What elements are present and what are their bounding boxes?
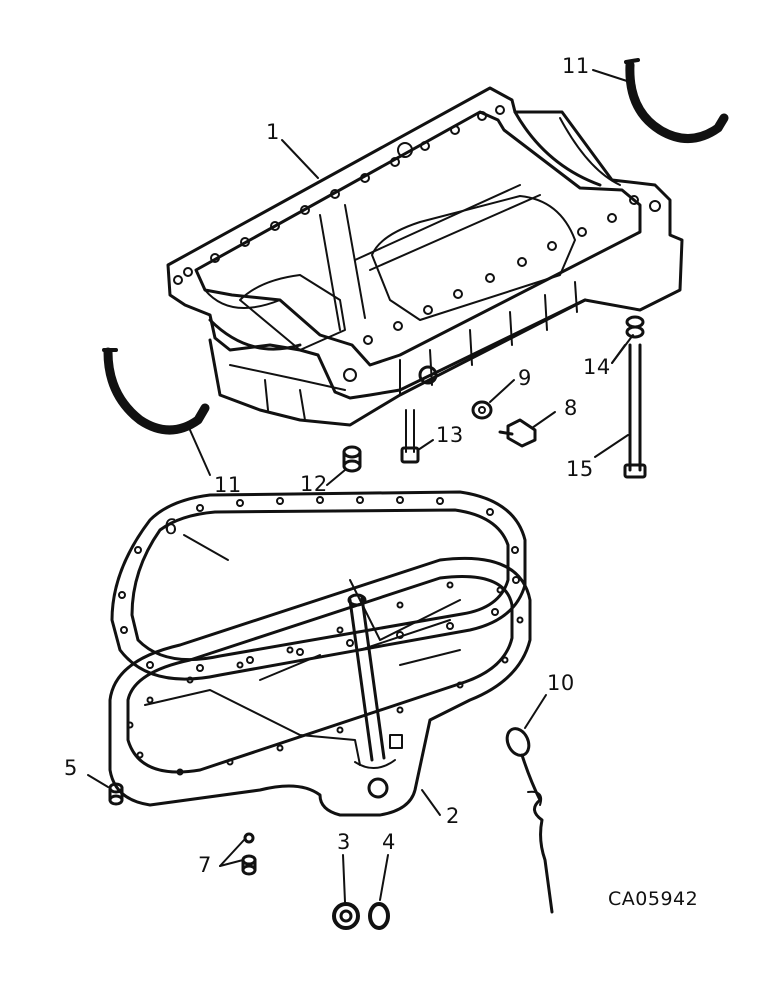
callout-13: 13	[436, 423, 464, 447]
callout-12: 12	[300, 472, 328, 496]
leader-lines	[87, 69, 634, 903]
callout-2: 2	[446, 804, 460, 828]
upper-oil-pan-housing	[166, 86, 684, 427]
dipstick	[505, 727, 554, 914]
callout-15: 15	[566, 457, 594, 481]
callout-10: 10	[547, 671, 575, 695]
o-ring	[368, 902, 390, 930]
callout-8: 8	[564, 396, 578, 420]
callout-5: 5	[64, 756, 78, 780]
callout-3: 3	[337, 830, 351, 854]
bolt-12	[342, 445, 362, 473]
gasket	[110, 490, 527, 681]
drain-plug	[471, 400, 537, 448]
bolt-13	[400, 409, 420, 464]
lower-oil-pan	[108, 556, 532, 817]
figure-id: CA05942	[608, 888, 699, 910]
callout-11-top: 11	[562, 54, 590, 78]
callout-14: 14	[583, 355, 611, 379]
callout-9: 9	[518, 366, 532, 390]
callout-6: 6	[164, 515, 178, 539]
callout-1: 1	[266, 120, 280, 144]
pan-drain-plug	[332, 902, 360, 930]
callout-11-left: 11	[214, 473, 242, 497]
bolt-7	[241, 832, 257, 876]
long-bolt	[623, 315, 647, 479]
crankshaft-seal-upper-right	[624, 58, 729, 143]
callout-4: 4	[382, 830, 396, 854]
crankshaft-seal-lower-left	[102, 347, 210, 435]
callout-7: 7	[198, 853, 212, 877]
bolt-5	[108, 782, 124, 806]
